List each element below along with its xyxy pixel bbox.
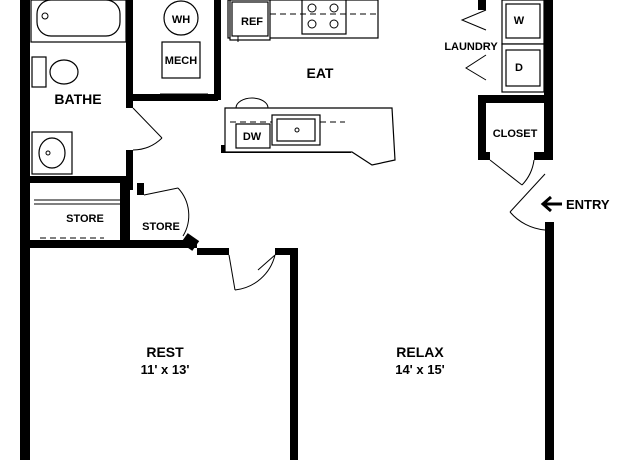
stove (270, 0, 378, 35)
entry-label: ENTRY (566, 197, 610, 212)
rest-door (228, 254, 276, 291)
closet-door (489, 159, 535, 186)
bath-door (132, 107, 163, 151)
ref-label: REF (241, 16, 263, 28)
wh-label: WH (172, 14, 190, 26)
bathe-label: BATHE (54, 91, 101, 107)
store-left-label: STORE (66, 213, 104, 225)
walls (20, 0, 554, 460)
sink (31, 131, 73, 175)
store-right-label: STORE (142, 221, 180, 233)
laundry-label: LAUNDRY (444, 41, 498, 53)
rest-size-label: 11' x 13' (141, 362, 190, 377)
washer-dryer (501, 0, 545, 93)
rest-label: REST (146, 344, 184, 360)
mech-label: MECH (165, 55, 197, 67)
washer-label: W (514, 15, 525, 27)
arrow-left-icon (540, 195, 562, 213)
dryer-label: D (515, 62, 523, 74)
mech-unit (161, 41, 201, 79)
water-heater (163, 0, 199, 36)
entry-door (509, 173, 546, 231)
relax-size-label: 14' x 15' (395, 362, 445, 377)
laundry-doors (460, 9, 487, 81)
eat-label: EAT (307, 65, 334, 81)
toilet (31, 56, 79, 88)
store-left-shelf (34, 199, 120, 243)
dw-label: DW (243, 131, 262, 143)
store-right-door (143, 187, 190, 237)
kitchen-counter-bottom (224, 97, 396, 166)
relax-label: RELAX (396, 344, 444, 360)
closet-label: CLOSET (493, 128, 538, 140)
bathtub (30, 0, 127, 43)
